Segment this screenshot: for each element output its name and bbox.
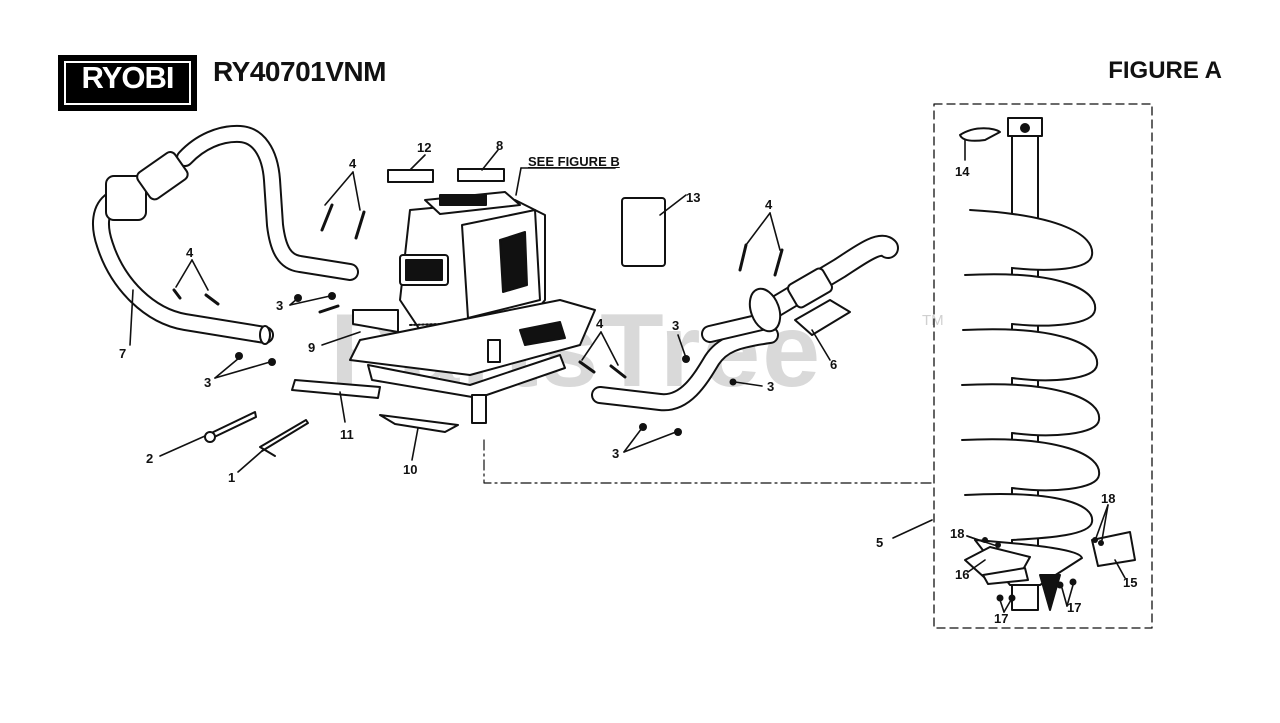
part-number-18: 18 bbox=[1101, 491, 1116, 506]
part-number-3: 3 bbox=[276, 298, 284, 313]
part-number-4: 4 bbox=[186, 245, 194, 260]
decal-9 bbox=[352, 309, 399, 333]
part-number-7: 7 bbox=[119, 346, 127, 361]
part-number-1: 1 bbox=[228, 470, 236, 485]
clip-14 bbox=[959, 127, 1001, 142]
part-number-14: 14 bbox=[955, 164, 970, 179]
see-figure-b-callout: SEE FIGURE B bbox=[528, 154, 620, 169]
part-number-16: 16 bbox=[955, 567, 970, 582]
decal-8 bbox=[457, 168, 505, 182]
figure-label: FIGURE A bbox=[1108, 57, 1222, 84]
decal-11 bbox=[291, 379, 381, 399]
part-number-3: 3 bbox=[767, 379, 775, 394]
part-number-10: 10 bbox=[403, 462, 418, 477]
bolts bbox=[172, 203, 784, 379]
part-number-8: 8 bbox=[496, 138, 504, 153]
connector-line bbox=[483, 439, 935, 484]
brand-logo-text: RYOBI bbox=[81, 60, 174, 95]
part-number-3: 3 bbox=[204, 375, 212, 390]
blade-16 bbox=[964, 546, 1031, 585]
part-number-17: 17 bbox=[994, 611, 1009, 626]
watermark-trademark: TM bbox=[922, 312, 944, 329]
part-number-12: 12 bbox=[417, 140, 432, 155]
decal-12 bbox=[387, 169, 434, 183]
auger-bit bbox=[961, 117, 1101, 611]
model-number: RY40701VNM bbox=[213, 56, 386, 87]
leader-lines bbox=[129, 139, 1126, 613]
hex-key-1 bbox=[259, 419, 309, 457]
power-head bbox=[349, 191, 596, 424]
brand-logo: RYOBI bbox=[58, 55, 197, 111]
right-handle bbox=[591, 234, 899, 412]
part-number-17: 17 bbox=[1067, 600, 1082, 615]
decal-10 bbox=[379, 414, 459, 433]
part-number-4: 4 bbox=[349, 156, 357, 171]
auger-group-box bbox=[933, 103, 1153, 629]
part-number-13: 13 bbox=[686, 190, 701, 205]
part-number-6: 6 bbox=[830, 357, 838, 372]
part-number-4: 4 bbox=[765, 197, 773, 212]
part-number-3: 3 bbox=[612, 446, 620, 461]
decal-13 bbox=[621, 197, 666, 267]
part-number-11: 11 bbox=[340, 427, 354, 442]
blade-15 bbox=[1091, 531, 1136, 567]
part-number-3: 3 bbox=[672, 318, 680, 333]
part-number-15: 15 bbox=[1123, 575, 1138, 590]
wrench-2 bbox=[204, 411, 257, 443]
part-number-9: 9 bbox=[308, 340, 316, 355]
left-handle bbox=[91, 124, 359, 345]
part-number-2: 2 bbox=[146, 451, 154, 466]
part-number-4: 4 bbox=[596, 316, 604, 331]
part-number-18: 18 bbox=[950, 526, 965, 541]
part-number-5: 5 bbox=[876, 535, 884, 550]
